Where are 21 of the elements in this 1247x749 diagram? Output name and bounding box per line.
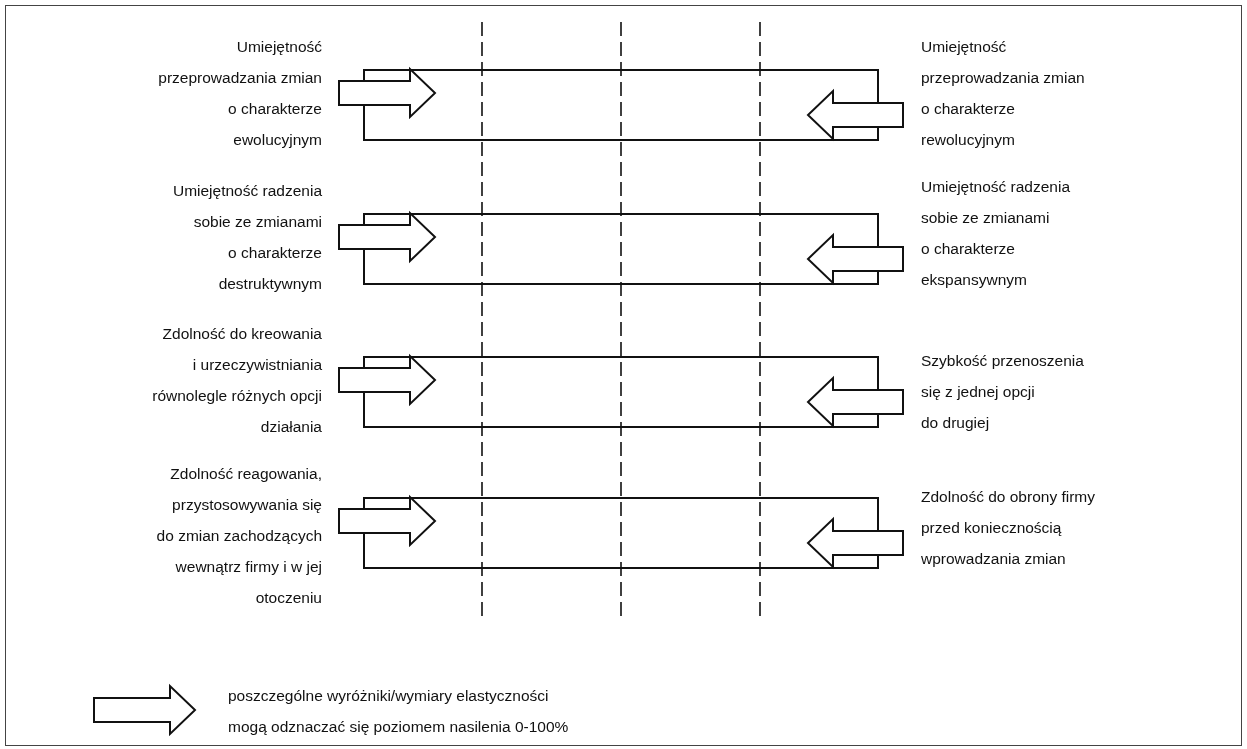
block-arrow	[338, 494, 437, 548]
range-band	[363, 356, 879, 428]
block-arrow	[806, 375, 904, 429]
legend-text: poszczególne wyróżniki/wymiary elastyczności mogą odznaczać się poziomem nasilenia 0-100%	[228, 686, 569, 737]
dimension-label: Zdolność reagowania, przystosowywania się do zmian zachodzących wewnątrz firmy i w jej otoczeniu	[62, 458, 322, 613]
range-band	[363, 497, 879, 569]
dimension-label: Zdolność do obrony firmy przed koniecznością wprowadzania zmian	[921, 481, 1221, 574]
dimension-label: Szybkość przenoszenia się z jednej opcji do drugiej	[921, 345, 1221, 438]
dimension-label: Umiejętność przeprowadzania zmian o charakterze rewolucyjnym	[921, 31, 1221, 155]
block-arrow	[338, 66, 437, 120]
block-arrow	[806, 232, 904, 286]
block-arrow	[338, 210, 437, 264]
dimension-label: Umiejętność radzenia sobie ze zmianami o charakterze destruktywnym	[62, 175, 322, 299]
block-arrow	[338, 353, 437, 407]
range-band	[363, 69, 879, 141]
dimension-label: Umiejętność przeprowadzania zmian o charakterze ewolucyjnym	[62, 31, 322, 155]
block-arrow	[806, 88, 904, 142]
block-arrow	[806, 516, 904, 570]
range-band	[363, 213, 879, 285]
dimension-label: Umiejętność radzenia sobie ze zmianami o charakterze ekspansywnym	[921, 171, 1221, 295]
dimension-label: Zdolność do kreowania i urzeczywistniania równolegle różnych opcji działania	[62, 318, 322, 442]
